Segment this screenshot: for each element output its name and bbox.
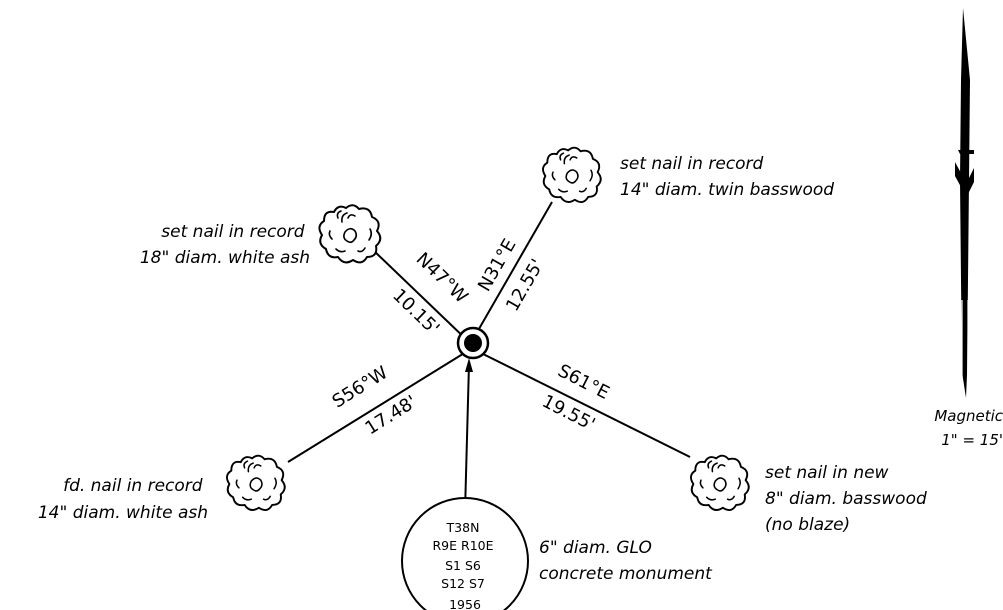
nw-bearing: N47°W <box>412 249 472 308</box>
ne-tree-label-line2: 14" diam. twin basswood <box>620 180 834 200</box>
north-arrow-icon <box>955 8 974 398</box>
nw-distance: 10.15' <box>388 285 443 339</box>
tree-canopy-icon <box>542 146 602 203</box>
monument-label-line1: 6" diam. GLO <box>539 538 652 558</box>
sw-tree-label-line2: 14" diam. white ash <box>38 503 208 523</box>
monument-stamp-line: R9E R10E <box>433 538 494 553</box>
tree-canopy-icon <box>226 454 286 511</box>
tree-canopy-icon <box>318 204 382 264</box>
sw-tree-label: fd. nail in record 14" diam. white ash <box>38 476 208 523</box>
nw-tree-label-line2: 18" diam. white ash <box>140 248 310 268</box>
se-tree-label-line2: 8" diam. basswood <box>765 489 927 509</box>
arrowhead-icon <box>465 358 473 372</box>
monument-stamp-line: 1956 <box>449 597 481 610</box>
monument-stamp: T38N R9E R10E S1 S6 S12 S7 1956 <box>433 520 498 610</box>
nw-tree-label: set nail in record 18" diam. white ash <box>140 222 310 268</box>
nw-tree-label-line1: set nail in record <box>161 222 305 242</box>
monument: T38N R9E R10E S1 S6 S12 S7 1956 <box>401 497 529 610</box>
scale-label: 1" = 15' <box>941 431 1003 449</box>
monument-label: 6" diam. GLO concrete monument <box>539 538 713 584</box>
monument-witness-line <box>464 363 470 513</box>
corner-point-icon <box>456 326 490 360</box>
se-tree-label: set nail in new 8" diam. basswood (no bl… <box>765 463 932 535</box>
monument-stamp-line: T38N <box>446 520 480 535</box>
se-bearing: S61°E <box>554 360 612 404</box>
line-to-ne-tree <box>471 201 553 342</box>
line-to-se-tree <box>476 350 691 458</box>
north-label: Magnetic <box>934 407 1003 425</box>
line-to-nw-tree <box>372 249 471 344</box>
line-to-sw-tree <box>287 351 467 463</box>
ne-tree-label-line1: set nail in record <box>620 154 764 174</box>
tree-canopy-icon <box>690 454 750 511</box>
sw-tree-label-line1: fd. nail in record <box>63 476 203 496</box>
ne-tree-label: set nail in record 14" diam. twin basswo… <box>620 154 834 200</box>
monument-stamp-line: S1 S6 <box>445 558 481 573</box>
se-tree-label-line3: (no blaze) <box>765 515 850 535</box>
se-tree-label-line1: set nail in new <box>765 463 889 483</box>
monument-label-line2: concrete monument <box>539 564 713 584</box>
monument-stamp-line: S12 S7 <box>441 576 485 591</box>
